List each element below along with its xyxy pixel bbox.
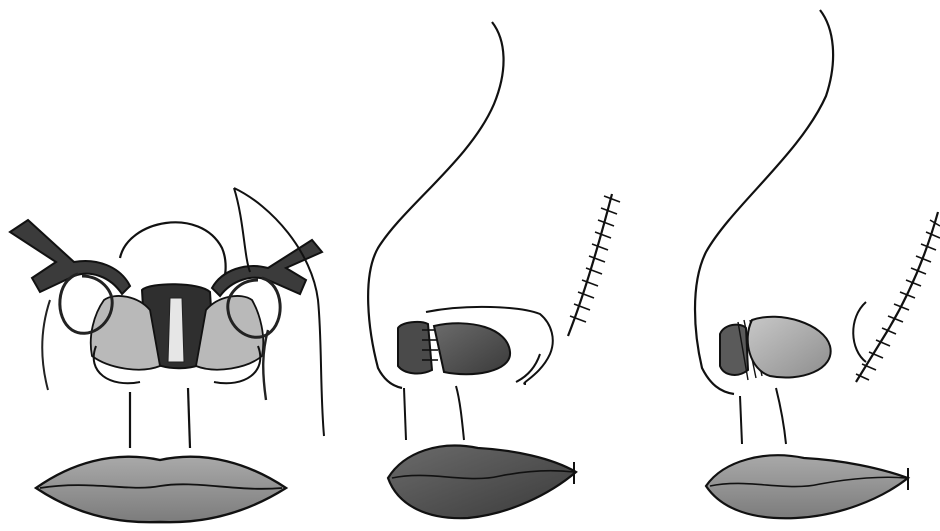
right-alar-cartilage-arm — [212, 240, 322, 296]
suture-line — [568, 194, 612, 336]
cheek-arc — [853, 302, 866, 362]
frontal-lips — [36, 457, 286, 522]
suture-curve — [856, 212, 938, 382]
columella-strip — [168, 298, 184, 362]
rotated-graft-oval — [748, 317, 831, 378]
panel-frontal — [10, 188, 324, 522]
left-strand — [42, 300, 50, 390]
lateral-lips-1 — [388, 446, 576, 519]
lateral-columella-left — [404, 388, 406, 440]
panel-lateral-2 — [695, 10, 940, 518]
tip-flap-hatched — [720, 325, 748, 375]
lateral-columella-right — [456, 386, 464, 440]
panel-lateral-1 — [368, 22, 620, 518]
graft-oval — [434, 323, 510, 374]
lateral-columella-left-2 — [740, 396, 742, 444]
left-alar-cartilage-arm — [10, 220, 130, 294]
philtrum-right — [188, 388, 190, 448]
lateral-columella-right-2 — [776, 388, 786, 444]
suture-ticks-1 — [570, 196, 620, 322]
nasal-tip-outline — [120, 222, 226, 292]
